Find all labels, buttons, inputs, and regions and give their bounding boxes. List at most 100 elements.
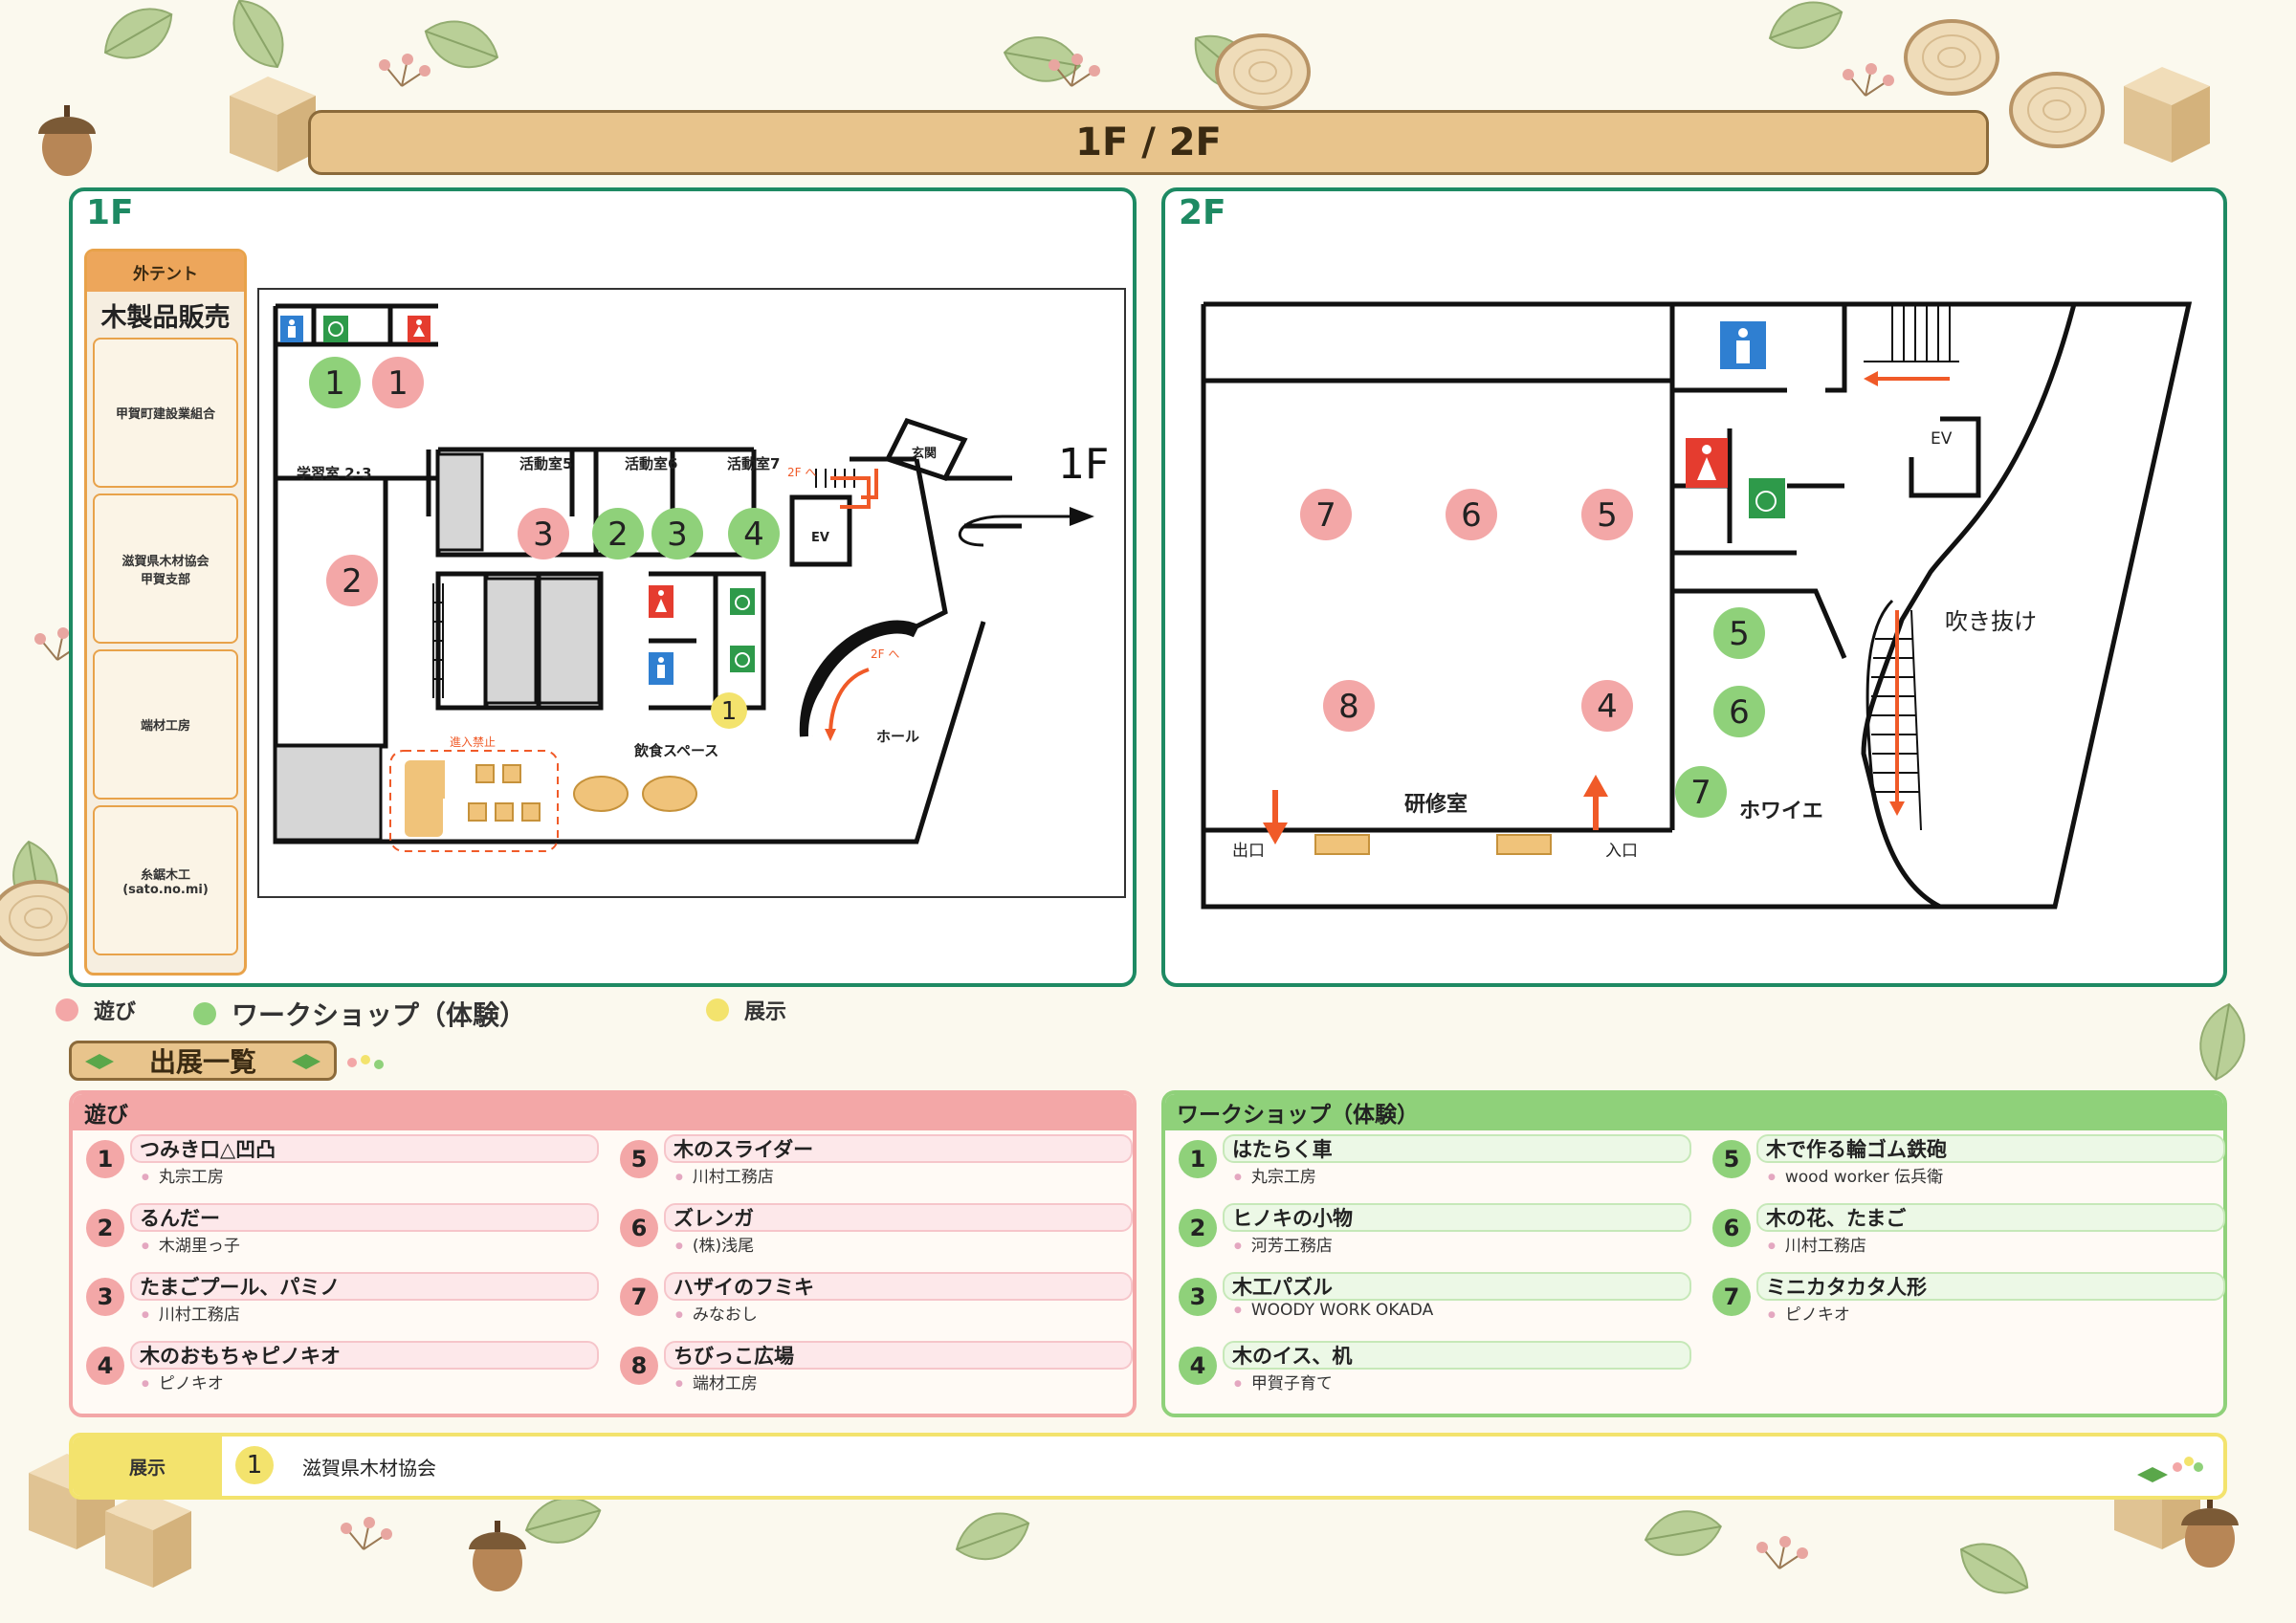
room-study: 学習室 2･3 (297, 465, 372, 482)
item-number-badge: 3 (1179, 1278, 1217, 1316)
exhibitor-item: 3木工パズルWOODY WORK OKADA (1179, 1272, 1695, 1329)
item-organization: 木湖里っ子 (142, 1232, 240, 1256)
item-name: ズレンガ (664, 1203, 1133, 1232)
tent-slot: 糸鋸木工 (sato.no.mi) (93, 805, 238, 955)
ev-label: EV (811, 531, 829, 545)
training-room-label: 研修室 (1404, 792, 1468, 817)
room-act7: 活動室7 (727, 455, 780, 472)
display-label-box: 展示 (73, 1437, 222, 1496)
item-number-badge: 3 (86, 1278, 124, 1316)
no-entry-label: 進入禁止 (450, 735, 496, 749)
page-title-banner: 1F / 2F (308, 110, 1989, 175)
marker-3-workshop: 3 (667, 515, 688, 554)
item-organization: ピノキオ (142, 1370, 224, 1393)
exhibitor-item: 2るんだー木湖里っ子 (86, 1203, 603, 1261)
floor2-panel: 2F (1161, 187, 2227, 987)
foyer-label: ホワイエ (1739, 800, 1823, 823)
item-number-badge: 7 (620, 1278, 658, 1316)
wheelchair-icon (1749, 478, 1785, 518)
item-number-badge: 6 (620, 1209, 658, 1247)
exhibitor-item: 2ヒノキの小物河芳工務店 (1179, 1203, 1695, 1261)
legend-display: 展示 (706, 995, 786, 1025)
male-toilet-icon (1720, 321, 1766, 369)
ev-label: EV (1931, 429, 1953, 449)
item-name: るんだー (130, 1203, 599, 1232)
item-name: 木のイス、机 (1223, 1341, 1691, 1370)
tent-header: 外テント (87, 252, 244, 292)
to-2f-label: 2F へ (787, 466, 816, 479)
marker-6-workshop: 6 (1729, 693, 1750, 732)
item-organization: 丸宗工房 (142, 1163, 224, 1187)
exhibitor-item: 1はたらく車丸宗工房 (1179, 1134, 1695, 1192)
floor1-label: 1F (86, 193, 134, 232)
item-name: 木工パズル (1223, 1272, 1691, 1301)
legend-display-label: 展示 (744, 1000, 787, 1024)
item-number-badge: 2 (86, 1209, 124, 1247)
dots-decoration-icon (347, 1055, 384, 1069)
item-number-badge: 1 (86, 1140, 124, 1178)
exhibitor-heading: 出展一覧 (69, 1041, 337, 1081)
leaf-icon (85, 1054, 114, 1069)
item-name: たまごプール、パミノ (130, 1272, 599, 1301)
female-toilet-icon (649, 585, 673, 618)
atrium-label: 吹き抜け (1945, 608, 2037, 635)
display-number-badge: 1 (235, 1446, 274, 1484)
hall-label: ホール (876, 728, 919, 745)
item-name: ミニカタカタ人形 (1756, 1272, 2225, 1301)
leaf-icon (292, 1054, 320, 1069)
item-organization: 丸宗工房 (1234, 1163, 1316, 1187)
marker-1-workshop: 1 (324, 364, 345, 403)
item-name: 木の花、たまご (1756, 1203, 2225, 1232)
female-toilet-icon (1686, 438, 1728, 488)
item-number-badge: 1 (1179, 1140, 1217, 1178)
play-list-panel: 遊び 1つみき口△凹凸丸宗工房2るんだー木湖里っ子3たまごプール、パミノ川村工務… (69, 1090, 1137, 1417)
exhibitor-item: 8ちびっこ広場端材工房 (620, 1341, 1137, 1398)
floor2-map: 7 6 5 8 4 5 6 7 EV 吹き抜け 研修室 ホワイエ 出口 入口 (1201, 301, 2193, 910)
exhibitor-heading-label: 出展一覧 (148, 1046, 256, 1078)
arrow-icon (1070, 507, 1094, 526)
item-name: ちびっこ広場 (664, 1341, 1133, 1370)
legend-workshop-label: ワークショップ（体験） (232, 999, 527, 1031)
marker-5-workshop: 5 (1729, 615, 1750, 653)
item-name: 木のおもちゃピノキオ (130, 1341, 599, 1370)
marker-5-play: 5 (1597, 496, 1618, 535)
marker-6-play: 6 (1461, 496, 1482, 535)
to-2f-label: 2F へ (871, 647, 899, 661)
item-organization: 甲賀子育て (1234, 1370, 1333, 1393)
item-organization: 川村工務店 (142, 1301, 240, 1325)
floor1-map: 1 1 2 3 2 3 4 1 学習室 2･3 活動室5 活動室6 活動室7 玄… (257, 288, 1126, 898)
green-dot-icon (193, 1002, 216, 1025)
arrow-icon (861, 469, 878, 499)
leaf-icon (93, 0, 184, 73)
exhibitor-item: 4木のおもちゃピノキオピノキオ (86, 1341, 603, 1398)
entry-label: 入口 (1605, 842, 1638, 861)
item-name: 木で作る輪ゴム鉄砲 (1756, 1134, 2225, 1163)
tent-slot: 甲賀町建設業組合 (93, 338, 238, 488)
floor1-panel: 1F 外テント 木製品販売 甲賀町建設業組合 滋賀県木材協会 甲賀支部 端材工房… (69, 187, 1137, 987)
display-bar: 展示 1 滋賀県木材協会 (69, 1433, 2227, 1500)
female-toilet-icon (408, 316, 430, 342)
play-list-header: 遊び (73, 1094, 1133, 1130)
room-act5: 活動室5 (519, 455, 572, 472)
item-organization: 川村工務店 (675, 1163, 774, 1187)
dining-label: 飲食スペース (633, 742, 718, 759)
item-name: ヒノキの小物 (1223, 1203, 1691, 1232)
marker-1-display: 1 (721, 697, 738, 726)
marker-4-workshop: 4 (743, 515, 764, 554)
item-name: 木のスライダー (664, 1134, 1133, 1163)
wheelchair-icon (730, 588, 755, 615)
item-organization: みなおし (675, 1301, 758, 1325)
marker-4-play: 4 (1597, 688, 1618, 726)
item-number-badge: 4 (1179, 1347, 1217, 1385)
marker-2-play: 2 (342, 562, 363, 601)
arrow-icon (830, 476, 871, 509)
tent-title: 木製品販売 (100, 302, 231, 333)
male-toilet-icon (649, 652, 673, 685)
floor-mark-1f: 1F (1058, 440, 1109, 489)
marker-8-play: 8 (1338, 688, 1359, 726)
leaf-icon (2137, 1457, 2203, 1482)
